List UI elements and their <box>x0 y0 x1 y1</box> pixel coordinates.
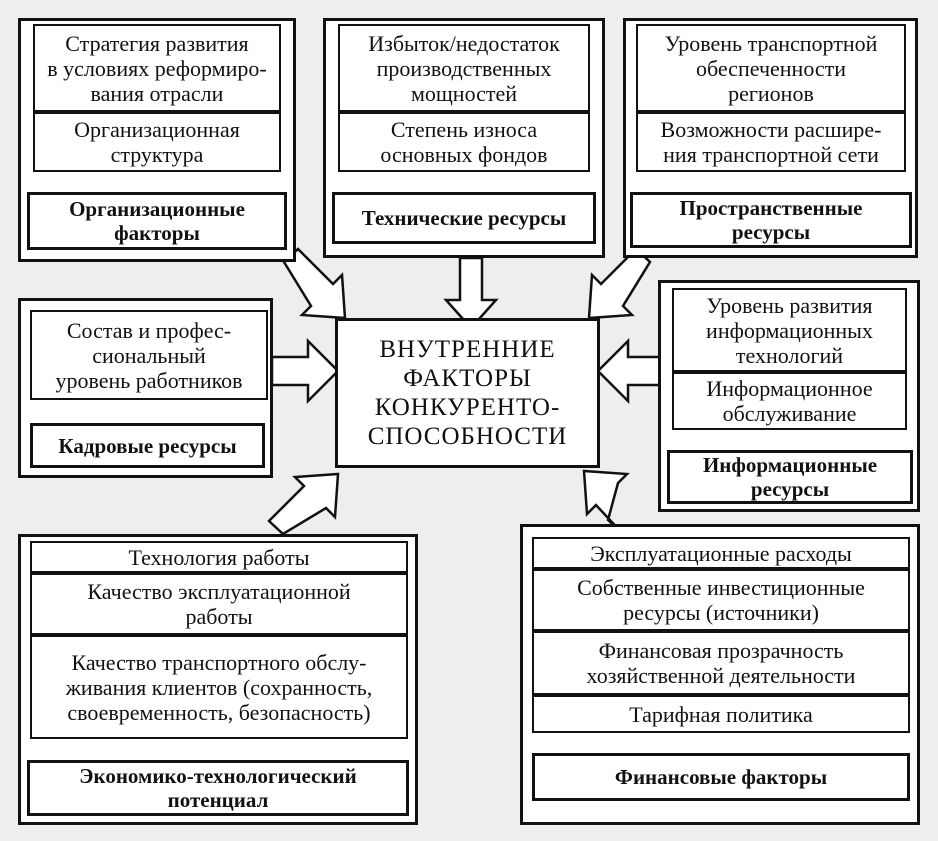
arrow-personnel-to-center <box>270 337 340 405</box>
center-internal-factors: ВНУТРЕННИЕ ФАКТОРЫ КОНКУРЕНТО- СПОСОБНОС… <box>335 318 600 468</box>
fin-result: Финансовые факторы <box>532 753 910 801</box>
info-item-service: Информационное обслуживание <box>672 372 907 430</box>
org-item-structure: Организационная структура <box>33 112 281 172</box>
fin-item-transparency: Финансовая прозрачность хозяйственной де… <box>532 631 910 695</box>
tech-item-capacity: Избыток/недостаток производственных мощн… <box>338 24 590 112</box>
spatial-item-level: Уровень транспортной обеспеченности реги… <box>636 24 906 112</box>
fin-item-investment: Собственные инвестиционные ресурсы (исто… <box>532 569 910 631</box>
spatial-result: Пространственные ресурсы <box>630 192 912 248</box>
org-item-strategy: Стратегия развития в условиях реформиро-… <box>33 24 281 112</box>
fin-item-tariff: Тарифная политика <box>532 695 910 733</box>
econ-item-operational-quality: Качество эксплуатационной работы <box>30 573 408 635</box>
arrow-info-to-center <box>596 337 662 405</box>
info-result: Информационные ресурсы <box>667 450 913 504</box>
arrow-tech-to-center <box>443 256 499 330</box>
tech-item-wear: Степень износа основных фондов <box>338 112 590 172</box>
personnel-item-staff: Состав и профес- сиональный уровень рабо… <box>30 310 268 400</box>
econ-result: Экономико-технологический потенциал <box>27 760 409 816</box>
arrow-org-to-center <box>282 247 347 320</box>
fin-item-expenses: Эксплуатационные расходы <box>532 537 910 569</box>
econ-item-service-quality: Качество транспортного обслу- живания кл… <box>30 635 408 739</box>
spatial-item-expansion: Возможности расшире- ния транспортной се… <box>636 112 906 172</box>
org-result: Организационные факторы <box>27 192 287 250</box>
tech-result: Технические ресурсы <box>332 192 596 244</box>
econ-item-technology: Технология работы <box>30 541 408 573</box>
arrow-econ-to-center <box>267 472 340 536</box>
arrow-spatial-to-center <box>587 247 652 320</box>
personnel-result: Кадровые ресурсы <box>30 423 265 468</box>
info-item-tech-level: Уровень развития информационных технолог… <box>672 288 907 372</box>
